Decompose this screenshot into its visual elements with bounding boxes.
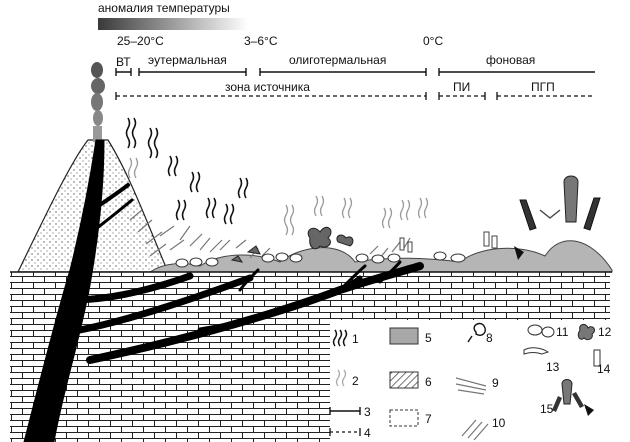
bedrock-layer-bottom bbox=[320, 320, 330, 442]
temp-label-3-6: 3–6°C bbox=[244, 34, 278, 48]
legend-num-2: 2 bbox=[352, 374, 359, 388]
gradient-title: аномалия температуры bbox=[98, 1, 230, 15]
legend-icon-11 bbox=[527, 324, 555, 338]
zone-label-pgp: ПГП bbox=[531, 80, 555, 94]
legend-icons bbox=[329, 322, 601, 441]
legend-num-10: 10 bbox=[492, 416, 506, 430]
legend-icon-8 bbox=[467, 322, 486, 343]
dark-shells bbox=[230, 226, 354, 263]
zone-label-oligothermal: олиготермальная bbox=[289, 53, 387, 67]
legend-num-5: 5 bbox=[425, 331, 432, 345]
legend-num-14: 14 bbox=[597, 362, 611, 376]
legend-num-3: 3 bbox=[364, 405, 371, 419]
bivalve-beds bbox=[175, 251, 466, 268]
legend-icon-2 bbox=[335, 369, 347, 387]
smoke-plume bbox=[91, 62, 105, 142]
legend-icon-4 bbox=[329, 428, 361, 436]
legend-num-13: 13 bbox=[546, 360, 560, 374]
legend-num-9: 9 bbox=[492, 376, 499, 390]
legend-icon-15 bbox=[552, 379, 594, 416]
legend-num-8: 8 bbox=[486, 331, 493, 345]
legend-icon-12 bbox=[577, 323, 595, 341]
source-zone-brackets bbox=[115, 92, 595, 100]
grey-wavy-plumes bbox=[127, 157, 429, 236]
zone-label-euthermal: эутермальная bbox=[148, 53, 227, 67]
legend-icon-7 bbox=[389, 409, 419, 427]
legend-icon-14 bbox=[593, 349, 601, 367]
legend-num-6: 6 bbox=[425, 375, 432, 389]
legend-icon-1 bbox=[332, 329, 348, 347]
temperature-gradient-bar bbox=[98, 18, 248, 30]
fluid-conduits bbox=[23, 139, 424, 442]
zone-brackets bbox=[115, 68, 595, 76]
zone-label-source: зона источника bbox=[225, 80, 310, 94]
legend-num-15: 15 bbox=[540, 402, 554, 416]
legend-icon-6 bbox=[389, 371, 419, 389]
legend-icon-13 bbox=[523, 347, 550, 355]
legend-icon-9 bbox=[455, 377, 487, 395]
vestimentifera-cluster bbox=[514, 175, 601, 260]
zone-label-pi: ПИ bbox=[453, 80, 471, 94]
temp-label-0: 0°C bbox=[423, 34, 444, 48]
legend-icon-5 bbox=[389, 327, 419, 345]
zone-label-background: фоновая bbox=[486, 53, 536, 67]
temp-label-25-20: 25–20°C bbox=[117, 34, 164, 48]
legend-num-11: 11 bbox=[556, 325, 569, 339]
legend-icon-3 bbox=[329, 407, 361, 415]
legend-icon-10 bbox=[461, 419, 489, 441]
legend-num-4: 4 bbox=[364, 426, 371, 440]
legend-num-7: 7 bbox=[425, 412, 432, 426]
tube-worm-clusters bbox=[129, 209, 411, 259]
legend-num-12: 12 bbox=[598, 325, 612, 339]
zone-label-vt: ВТ bbox=[116, 55, 131, 69]
polyp-tubes bbox=[399, 231, 498, 253]
legend-num-1: 1 bbox=[352, 332, 359, 346]
black-wavy-plumes bbox=[125, 117, 249, 225]
